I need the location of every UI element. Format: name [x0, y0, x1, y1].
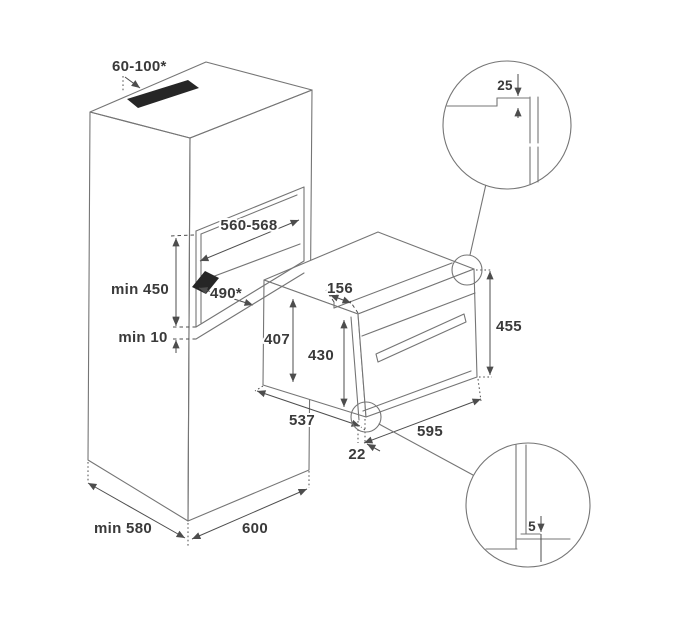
- dim-label-front-height: 455: [496, 318, 522, 335]
- control-panel-back-edge: [333, 262, 453, 309]
- cabinet: [87, 61, 313, 522]
- ext-depth-front: [360, 426, 366, 431]
- vent-pointer-arrow: [124, 76, 141, 89]
- dim-label-niche-height: min 450: [111, 281, 169, 298]
- callout-ring-top-corner: [451, 254, 483, 286]
- cabinet-left-face: [87, 111, 191, 522]
- ext-depth-back: [254, 385, 264, 392]
- dim-arrow-frame-side: [366, 443, 381, 452]
- detail-circle-bottom: [465, 442, 591, 568]
- dim-label-niche-depth: 490*: [210, 285, 242, 302]
- leader-bottom-detail: [378, 423, 474, 476]
- dim-label-detail-step: 25: [497, 78, 513, 93]
- door-handle-slot: [375, 313, 467, 363]
- oven: [262, 231, 478, 421]
- dim-label-cabinet-width: 600: [242, 520, 268, 537]
- detail-callouts: 25 5: [350, 60, 591, 568]
- niche-shelf-line: [195, 272, 305, 340]
- dim-label-cabinet-depth: min 580: [94, 520, 152, 537]
- ext-recess-front: [349, 300, 359, 314]
- detail-bottom-gap: 5: [465, 442, 591, 568]
- niche-floor-vent: [192, 271, 219, 294]
- dim-line-cabinet-depth: [87, 482, 186, 539]
- dim-label-mid-height: 430: [308, 347, 334, 364]
- cabinet-top-vent: [127, 80, 199, 108]
- dim-line-niche-depth: [198, 287, 254, 306]
- dim-label-bottom-gap: min 10: [118, 329, 167, 346]
- oven-dimensions: 156 407 430 455 537 595 22: [254, 269, 524, 465]
- dim-label-oven-width: 595: [417, 423, 443, 440]
- cabinet-dimensions: 60-100* 560-568 490* min 450 min 10 min …: [87, 56, 310, 546]
- dim-label-detail-gap: 5: [528, 519, 536, 534]
- dim-label-oven-depth: 537: [289, 412, 315, 429]
- detail-top-step: 25: [442, 60, 572, 190]
- detail-circle-top: [442, 60, 572, 190]
- niche-bottom-edge: [195, 260, 305, 328]
- dim-label-rear-height: 407: [264, 331, 290, 348]
- ext-niche-top: [169, 234, 195, 237]
- niche-frame: [195, 186, 305, 262]
- leader-top-detail: [469, 183, 487, 256]
- control-panel-divider: [361, 292, 476, 337]
- dim-line-top-recess: [329, 294, 352, 304]
- dim-line-oven-depth: [256, 390, 361, 427]
- dim-line-oven-width: [363, 398, 482, 444]
- ext-front-corner: [477, 378, 482, 402]
- cabinet-front-face: [187, 89, 313, 522]
- dim-line-cabinet-width: [191, 488, 308, 540]
- dim-line-niche-width: [199, 219, 300, 262]
- dim-label-frame-side: 22: [348, 446, 365, 463]
- dim-label-top-recess: 156: [327, 280, 353, 297]
- cabinet-overlay-lines: [195, 260, 305, 340]
- dim-label-niche-width: 560-568: [220, 217, 277, 234]
- callout-ring-bottom-corner: [350, 401, 382, 433]
- dim-label-top-vent: 60-100*: [112, 58, 167, 75]
